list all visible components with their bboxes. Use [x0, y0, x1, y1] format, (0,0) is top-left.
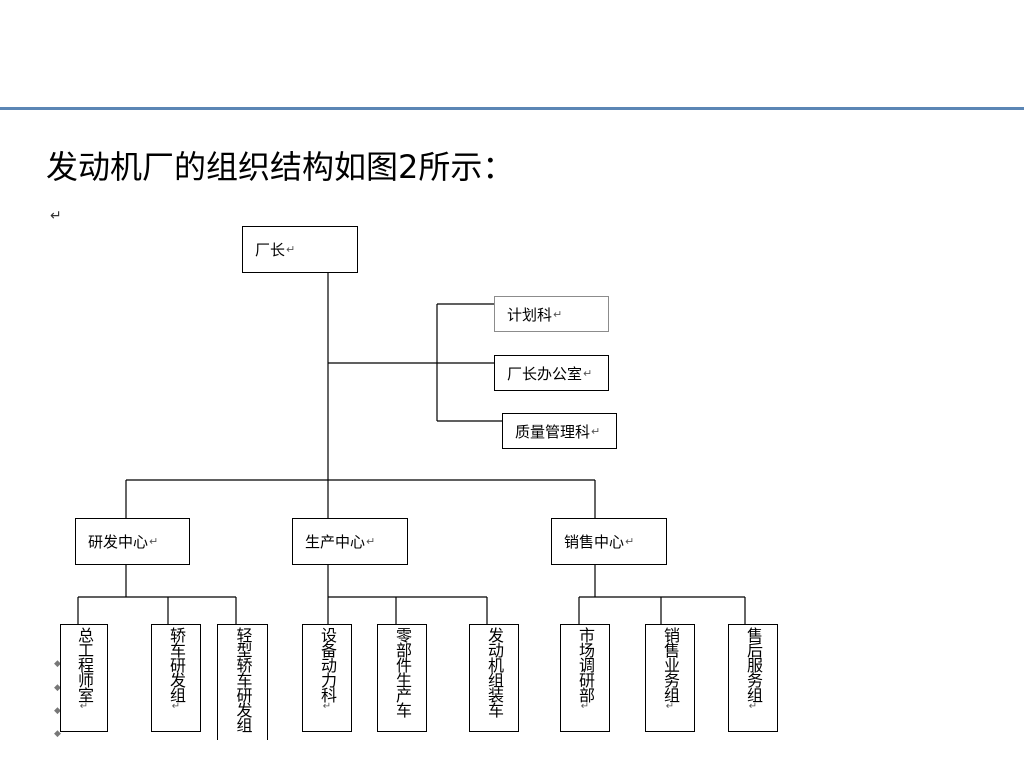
return-mark: ↵ [625, 535, 635, 548]
org-node-label: 市场调研部 [576, 627, 595, 702]
org-node-unit: 销售业务组 ↵ [645, 624, 695, 732]
org-node-unit: 轻型轿车研发组 [217, 624, 268, 740]
org-node-label: 发动机组装车 [485, 627, 504, 717]
org-node-label: 厂长 [255, 241, 286, 259]
org-node-unit: 设备动力科 ↵ [302, 624, 352, 732]
return-mark: ↵ [583, 366, 593, 380]
org-node-label: 研发中心 [88, 533, 149, 551]
org-node-staff: 厂长办公室↵ [494, 355, 609, 391]
org-node-label: 生产中心 [305, 533, 366, 551]
return-mark: ↵ [79, 701, 89, 712]
org-node-label: 轿车研发组 [167, 627, 186, 702]
org-node-label: 总工程师室 [75, 627, 94, 702]
org-node-unit: 售后服务组 ↵ [728, 624, 778, 732]
org-node-label: 轻型轿车研发组 [233, 627, 253, 732]
bullet-mark: ◆ [54, 683, 61, 693]
org-node-center: 销售中心↵ [551, 518, 667, 565]
page-title: 发动机厂的组织结构如图2所示： [46, 148, 515, 186]
header-rule [0, 107, 1024, 110]
bullet-mark: ◆ [54, 659, 61, 669]
return-mark: ↵ [171, 701, 181, 712]
return-mark: ↵ [748, 701, 758, 712]
org-node-unit: 总工程师室 ↵ [60, 624, 108, 732]
return-mark: ↵ [286, 243, 296, 256]
return-mark: ↵ [553, 307, 563, 321]
org-node-label: 销售中心 [564, 533, 625, 551]
paragraph-mark: ↵ [50, 208, 62, 224]
org-node-unit: 发动机组装车 [469, 624, 519, 732]
org-node-label: 销售业务组 [661, 627, 680, 702]
return-mark: ↵ [591, 424, 601, 438]
return-mark: ↵ [665, 701, 675, 712]
return-mark: ↵ [580, 701, 590, 712]
org-node-unit: 市场调研部 ↵ [560, 624, 610, 732]
org-node-label: 厂长办公室 [507, 364, 583, 383]
org-node-label: 零部件生产车 [393, 627, 412, 717]
org-node-label: 质量管理科 [515, 422, 591, 441]
return-mark: ↵ [149, 535, 159, 548]
org-node-center: 生产中心↵ [292, 518, 408, 565]
org-node-label: 设备动力科 [318, 627, 337, 702]
return-mark: ↵ [366, 535, 376, 548]
org-node-root: 厂长↵ [242, 226, 358, 273]
org-node-staff: 计划科↵ [494, 296, 609, 332]
org-node-center: 研发中心↵ [75, 518, 190, 565]
bullet-mark: ◆ [54, 729, 61, 739]
org-node-unit: 轿车研发组 ↵ [151, 624, 201, 732]
org-node-label: 计划科 [507, 305, 553, 324]
return-mark: ↵ [322, 701, 332, 712]
org-node-staff: 质量管理科↵ [502, 413, 617, 449]
org-node-unit: 零部件生产车 [377, 624, 427, 732]
bullet-mark: ◆ [54, 706, 61, 716]
org-node-label: 售后服务组 [744, 627, 763, 702]
